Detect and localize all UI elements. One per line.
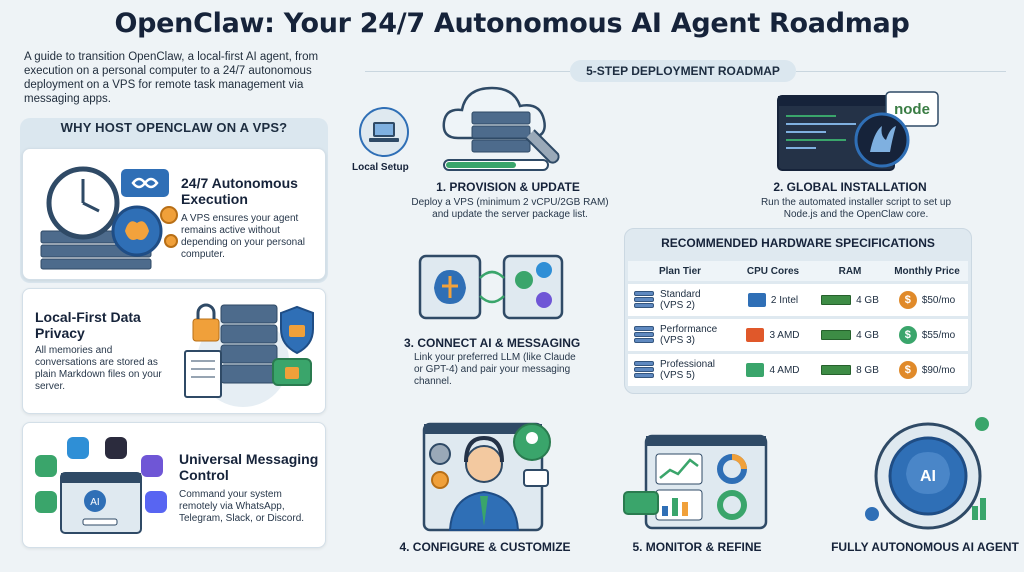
- cpu-chip-icon: [747, 293, 766, 307]
- step-2-title: 2. GLOBAL INSTALLATION: [773, 180, 927, 194]
- price-coin-icon: $: [898, 326, 917, 344]
- clock-icon: [40, 166, 178, 270]
- col-plan-tier: Plan Tier: [628, 261, 732, 281]
- ai-agent-icon: AI: [865, 417, 989, 530]
- ram-stick-icon: [821, 330, 852, 340]
- hardware-title: RECOMMENDED HARDWARE SPECIFICATIONS: [661, 236, 935, 250]
- step-4-title: 4. CONFIGURE & CUSTOMIZE: [399, 540, 571, 554]
- price-value: $90/mo: [921, 364, 956, 376]
- server-lock-icon: [184, 303, 314, 407]
- laptop-icon: [359, 107, 409, 157]
- card-title-privacy: Local-First Data Privacy: [35, 309, 141, 341]
- terminal-node-icon: node: [777, 91, 939, 171]
- ram-stick-icon: [821, 365, 852, 375]
- price-value: $55/mo: [921, 329, 956, 341]
- tier-label: Standard(VPS 2): [660, 289, 701, 311]
- card-body-execution: A VPS ensures your agent remains active …: [181, 213, 305, 260]
- table-row: Professional(VPS 5) 4 AMD 8 GB $ $90/mo: [628, 354, 968, 386]
- card-body-messaging: Command your system remotely via WhatsAp…: [179, 489, 305, 524]
- step-3-title: 3. CONNECT AI & MESSAGING: [404, 336, 581, 350]
- server-stack-icon: [634, 326, 654, 344]
- page-title: OpenClaw: Your 24/7 Autonomous AI Agent …: [114, 8, 910, 39]
- ram-value: 8 GB: [856, 364, 879, 376]
- ai-badge-text: AI: [920, 468, 936, 485]
- price-value: $50/mo: [921, 294, 956, 306]
- price-coin-icon: $: [898, 361, 917, 379]
- ram-value: 4 GB: [856, 294, 879, 306]
- step-1-title: 1. PROVISION & UPDATE: [436, 180, 580, 194]
- roadmap-line-left: [365, 71, 570, 72]
- tier-label: Professional(VPS 5): [660, 359, 716, 381]
- operator-icon: [422, 422, 551, 532]
- dashboard-icon: [623, 434, 768, 530]
- hardware-table: Plan Tier CPU Cores RAM Monthly Price St…: [628, 258, 968, 389]
- intro-text: A guide to transition OpenClaw, a local-…: [24, 51, 319, 105]
- why-card-execution: 24/7 Autonomous Execution A VPS ensures …: [22, 148, 326, 280]
- ai-messaging-icon: [418, 254, 564, 320]
- price-coin-icon: $: [898, 291, 917, 309]
- step-2-desc: Run the automated installer script to se…: [760, 197, 952, 220]
- step-3-desc: Link your preferred LLM (like Claude or …: [414, 352, 576, 387]
- roadmap-line-right: [796, 71, 1006, 72]
- ram-stick-icon: [821, 295, 852, 305]
- cloud-server-icon: [442, 86, 560, 171]
- tier-label: Performance(VPS 3): [660, 324, 718, 346]
- step-5-title: 5. MONITOR & REFINE: [632, 540, 762, 554]
- col-cpu-cores: CPU Cores: [732, 261, 814, 281]
- cpu-value: 3 AMD: [769, 329, 800, 341]
- cpu-value: 4 AMD: [769, 364, 800, 376]
- card-title-messaging: Universal Messaging Control: [179, 451, 319, 483]
- roadmap-header: 5-STEP DEPLOYMENT ROADMAP: [570, 60, 796, 82]
- local-setup-label: Local Setup: [352, 162, 409, 173]
- card-body-privacy: All memories and conversations are store…: [35, 345, 162, 392]
- server-stack-icon: [634, 291, 654, 309]
- why-card-privacy: Local-First Data Privacy All memories an…: [22, 288, 326, 414]
- card-title-execution: 24/7 Autonomous Execution: [181, 175, 298, 207]
- cpu-chip-icon: [746, 328, 765, 342]
- cpu-value: 2 Intel: [770, 294, 799, 306]
- ram-value: 4 GB: [856, 329, 879, 341]
- ai-chip-label: AI: [90, 497, 99, 508]
- col-monthly-price: Monthly Price: [886, 261, 968, 281]
- final-goal-label: FULLY AUTONOMOUS AI AGENT: [831, 540, 1019, 554]
- table-row: Standard(VPS 2) 2 Intel 4 GB $ $50/mo: [628, 284, 968, 316]
- messaging-apps-icon: AI: [35, 437, 167, 534]
- cpu-chip-icon: [746, 363, 765, 377]
- col-ram: RAM: [814, 261, 886, 281]
- node-logo-text: node: [894, 101, 930, 118]
- table-row: Performance(VPS 3) 3 AMD 4 GB $ $55/mo: [628, 319, 968, 351]
- server-stack-icon: [634, 361, 654, 379]
- why-header: WHY HOST OPENCLAW ON A VPS?: [60, 120, 288, 135]
- hardware-header-row: Plan Tier CPU Cores RAM Monthly Price: [628, 261, 968, 281]
- step-1-desc: Deploy a VPS (minimum 2 vCPU/2GB RAM) an…: [411, 197, 609, 220]
- why-card-messaging: AI Universal Messaging Control Command y…: [22, 422, 326, 548]
